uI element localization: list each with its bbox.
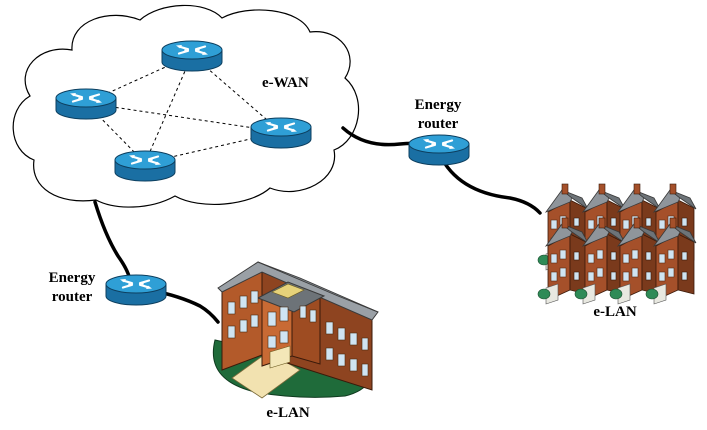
router-right-label-line2: router [418,116,459,132]
lan-bottom-label: e-LAN [266,405,309,421]
router-right-label-line1: Energy [415,97,462,113]
lan-right-label: e-LAN [593,304,636,320]
wan-router-left [54,87,118,121]
energy-router-left [104,273,168,307]
houses-icon [537,183,697,305]
wan-router-right [249,116,313,150]
router-left-label-line2: router [52,289,93,305]
router-left-label-line1: Energy [49,270,96,286]
energy-router-right [407,133,471,167]
building-icon [212,261,379,399]
wan-cloud [12,4,360,208]
wan-label: e-WAN [262,75,309,91]
power-links [93,126,542,324]
wan-router-bottom [113,149,177,183]
wan-router-top [160,39,224,73]
